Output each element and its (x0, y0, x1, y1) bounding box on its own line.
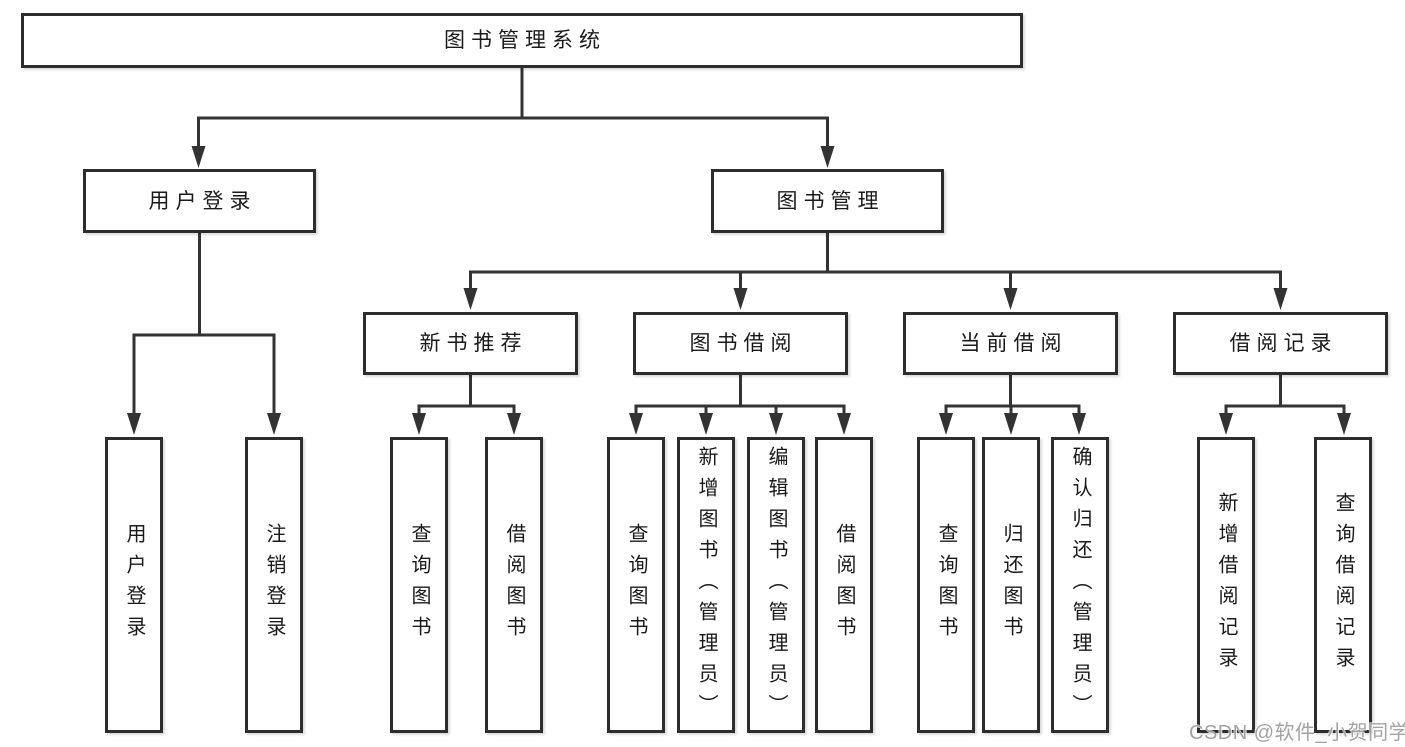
csdn-watermark: CSDN @软件_小贺同学 (1189, 722, 1405, 744)
node-borrow-records: 借阅记录 (1173, 312, 1388, 375)
node-label: 图书管理 (776, 189, 885, 213)
node-label: 归还图书 (1000, 523, 1022, 647)
node-book-borrow: 图书借阅 (633, 312, 848, 375)
leaf-query-books-newbook: 查询图书 (390, 437, 448, 733)
node-label: 用户登录 (123, 523, 145, 647)
leaf-query-borrow-record: 查询借阅记录 (1314, 437, 1372, 733)
node-root: 图书管理系统 (21, 13, 1023, 68)
leaf-confirm-return-admin: 确认归还（管理员） (1051, 437, 1109, 733)
node-label: 查询图书 (935, 523, 957, 647)
node-label: 借阅记录 (1229, 332, 1338, 355)
leaf-return-books: 归还图书 (982, 437, 1040, 733)
node-label: 借阅图书 (503, 523, 525, 647)
node-label: 新书推荐 (419, 332, 528, 355)
node-label: 图书借阅 (689, 332, 798, 355)
leaf-query-books-current: 查询图书 (917, 437, 975, 733)
node-label: 新增图书（管理员） (695, 445, 717, 725)
node-new-book-recommend: 新书推荐 (363, 312, 578, 375)
arrow-heads (127, 146, 1351, 435)
leaf-borrow-books-newbook: 借阅图书 (485, 437, 543, 733)
leaf-borrow-books: 借阅图书 (815, 437, 873, 733)
leaf-add-borrow-record: 新增借阅记录 (1197, 437, 1255, 733)
node-label: 编辑图书（管理员） (765, 445, 787, 725)
node-book-management: 图书管理 (711, 169, 944, 233)
node-current-borrow: 当前借阅 (903, 312, 1118, 375)
tree-edges (132, 66, 1346, 418)
node-label: 当前借阅 (959, 332, 1068, 355)
node-label: 图书管理系统 (444, 29, 606, 52)
node-label: 用户登录 (148, 189, 257, 213)
node-label: 查询图书 (625, 523, 647, 647)
node-label: 注销登录 (263, 523, 285, 647)
leaf-add-books-admin: 新增图书（管理员） (677, 437, 735, 733)
leaf-logout: 注销登录 (245, 437, 303, 733)
leaf-user-login: 用户登录 (105, 437, 163, 733)
node-label: 借阅图书 (833, 523, 855, 647)
leaf-edit-books-admin: 编辑图书（管理员） (747, 437, 805, 733)
node-label: 查询图书 (408, 523, 430, 647)
node-label: 确认归还（管理员） (1069, 445, 1091, 725)
leaf-query-books-borrow: 查询图书 (607, 437, 665, 733)
node-label: 查询借阅记录 (1332, 492, 1354, 678)
node-label: 新增借阅记录 (1215, 492, 1237, 678)
node-user-login: 用户登录 (83, 169, 316, 233)
